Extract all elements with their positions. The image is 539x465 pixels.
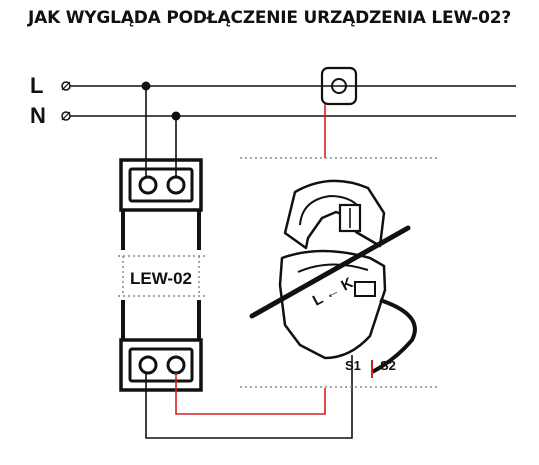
clamp-ring-icon xyxy=(320,66,358,158)
screw-icon xyxy=(138,175,158,195)
sensor-cable xyxy=(371,298,417,378)
s2-label: S2 xyxy=(380,358,396,373)
device-name-label: LEW-02 xyxy=(130,269,192,288)
conductor-line xyxy=(249,225,411,319)
current-transformer-icon: L ← K xyxy=(278,179,387,360)
s1-label: S1 xyxy=(345,358,361,373)
device-lew02: LEW-02 xyxy=(118,158,205,392)
screw-icon xyxy=(166,355,186,375)
screw-icon xyxy=(166,175,186,195)
page-title: JAK WYGLĄDA PODŁĄCZENIE URZĄDZENIA LEW-0… xyxy=(27,8,512,28)
line-l-label: L xyxy=(30,73,43,98)
supply-lines: L N xyxy=(30,73,516,160)
sensor-guide-lines xyxy=(240,157,440,388)
line-n-label: N xyxy=(30,103,46,128)
output-wires xyxy=(145,355,353,439)
screw-icon xyxy=(138,355,158,375)
